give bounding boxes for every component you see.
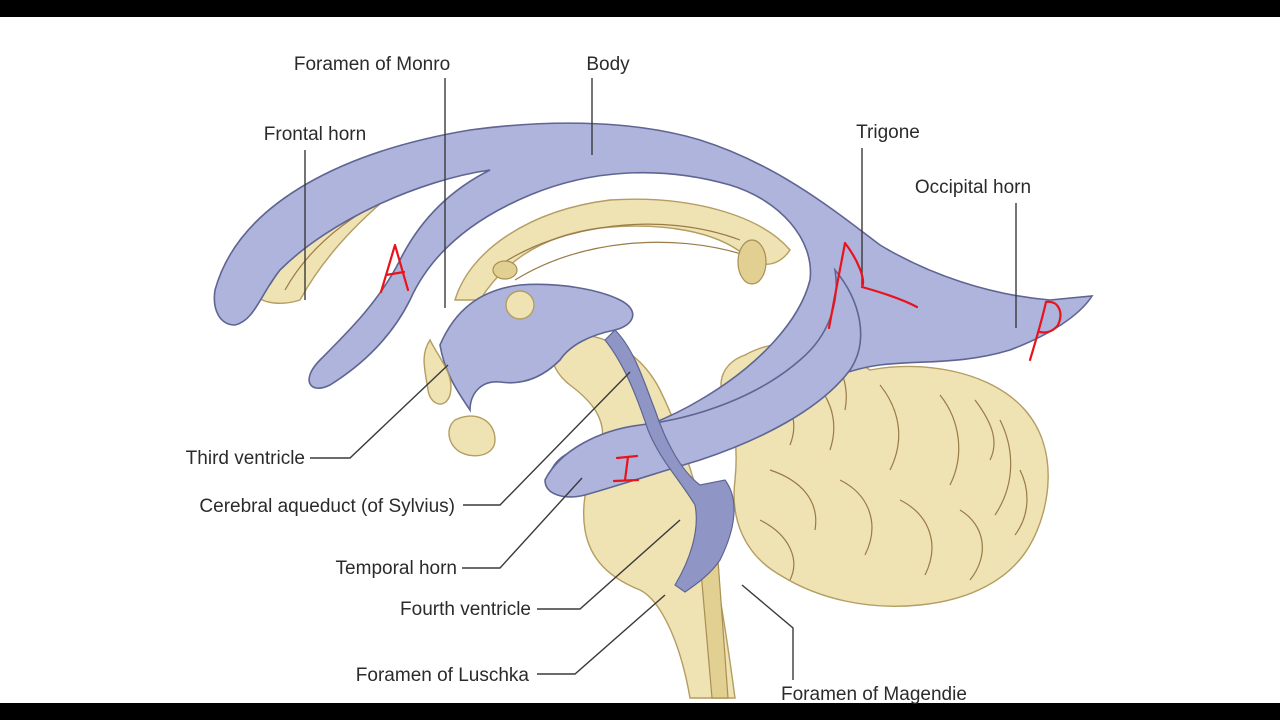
canvas-background: [0, 17, 1280, 703]
label-frontal-horn: Frontal horn: [264, 124, 366, 145]
annotation-a: [379, 243, 410, 294]
label-third-ventricle: Third ventricle: [186, 448, 305, 469]
annotation-i: [612, 454, 640, 483]
illustration: [213, 122, 1094, 699]
handwritten-annotations: [379, 241, 1062, 483]
pulvinar: [737, 239, 767, 285]
label-foramen-magendie: Foramen of Magendie: [781, 684, 967, 705]
massa-intermedia: [505, 290, 535, 320]
label-occipital-horn: Occipital horn: [915, 177, 1031, 198]
hypophysis: [448, 415, 496, 457]
annotation-caret: [827, 241, 919, 330]
labels: Foramen of Monro Body Frontal horn Trigo…: [186, 54, 1031, 705]
leader-lines: [304, 78, 1017, 680]
label-foramen-luschka: Foramen of Luschka: [356, 665, 530, 686]
pituitary-region: [423, 338, 452, 405]
caudate-end: [492, 260, 518, 280]
label-foramen-monro: Foramen of Monro: [294, 54, 450, 75]
label-trigone: Trigone: [856, 122, 920, 143]
aqueduct-channel: [604, 329, 735, 593]
label-fourth-ventricle: Fourth ventricle: [400, 599, 531, 620]
label-body: Body: [586, 54, 630, 75]
third-ventricle: [439, 283, 634, 413]
annotation-p: [1028, 300, 1062, 362]
label-temporal-horn: Temporal horn: [336, 558, 457, 579]
label-cerebral-aqueduct: Cerebral aqueduct (of Sylvius): [199, 496, 455, 517]
